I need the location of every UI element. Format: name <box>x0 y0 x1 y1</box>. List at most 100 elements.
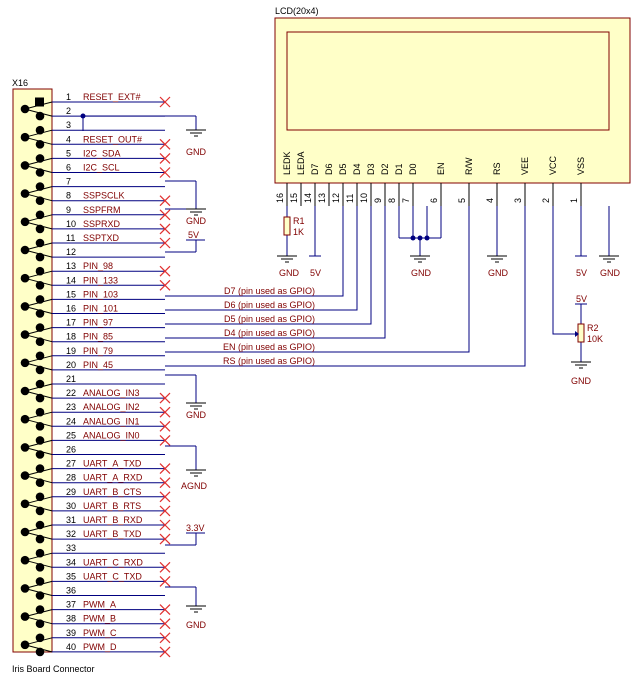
no-connect-mark <box>159 505 171 517</box>
connector-pin-row: 37 PWM_A <box>20 600 171 621</box>
pin-number: 6 <box>66 163 71 173</box>
ground-symbol <box>186 469 206 477</box>
lcd-pin-number: 2 <box>541 198 551 203</box>
resistor-r2: R2 10K <box>575 323 603 344</box>
ground-symbol <box>277 255 297 263</box>
note-d4: D4 (pin used as GPIO) <box>224 328 315 338</box>
pin-number: 12 <box>66 247 76 257</box>
gnd-label: GND <box>186 216 207 226</box>
lcd-title: LCD(20x4) <box>275 6 319 16</box>
pin-label: UART_B_RTS <box>83 501 141 511</box>
pin-number: 29 <box>66 487 76 497</box>
no-connect-mark <box>159 519 171 531</box>
lcd-pin-name: EN <box>436 162 446 175</box>
connector-pin-row: 21 <box>20 374 165 396</box>
no-connect-mark <box>159 223 171 235</box>
pin-label: PIN_98 <box>83 261 113 271</box>
no-connect-mark <box>159 406 171 418</box>
pin-label: UART_C_TXD <box>83 571 142 581</box>
lcd-pin-name: D2 <box>380 163 390 175</box>
r1-value: 1K <box>293 227 304 237</box>
pin-label: PWM_A <box>83 600 116 610</box>
lcd-pin-name: R/W <box>464 157 474 175</box>
agnd-label: AGND <box>181 481 208 491</box>
r2-ref: R2 <box>587 323 599 333</box>
lcd-pin-name: LEDK <box>282 151 292 175</box>
pin-label: ANALOG_IN3 <box>83 388 140 398</box>
gpio-notes: D7 (pin used as GPIO) D6 (pin used as GP… <box>223 286 315 366</box>
no-connect-mark <box>159 167 171 178</box>
lcd-pin-number: 16 <box>275 193 285 203</box>
lcd-pin-name: VSS <box>576 157 586 175</box>
ground-symbol <box>186 208 206 216</box>
gnd-label: GND <box>411 268 432 278</box>
pin-label: UART_B_TXD <box>83 529 142 539</box>
pin-label: PIN_85 <box>83 332 113 342</box>
power-symbols <box>186 129 619 613</box>
lcd-pin-name: RS <box>492 162 502 175</box>
pin-label: PIN_133 <box>83 275 118 285</box>
pin-number: 16 <box>66 304 76 314</box>
pin-number: 36 <box>66 586 76 596</box>
lcd-pin-name: D6 <box>324 163 334 175</box>
lcd-pin-name: LEDA <box>296 151 306 175</box>
gnd-label: GND <box>600 268 621 278</box>
pin-label: PIN_97 <box>83 318 113 328</box>
pin-number: 17 <box>66 318 76 328</box>
lcd-pin-number: 8 <box>387 198 397 203</box>
pin-label: SSPTXD <box>83 233 120 243</box>
lcd-pin: D1 8 <box>387 163 404 206</box>
ground-symbol <box>410 255 430 263</box>
pin-label: PIN_45 <box>83 360 113 370</box>
lcd-pin: D29 <box>373 163 390 206</box>
lcd-pin-number: 7 <box>401 198 411 203</box>
pin-number: 37 <box>66 600 76 610</box>
connector-pin-row: 33 <box>20 543 165 565</box>
ground-symbol <box>571 361 591 369</box>
v5-label: 5V <box>576 294 587 304</box>
pin-label: I2C_SDA <box>83 148 121 158</box>
note-d6: D6 (pin used as GPIO) <box>224 300 315 310</box>
gnd-label: GND <box>279 268 300 278</box>
lcd-pin-number: 10 <box>359 193 369 203</box>
pin-number: 23 <box>66 402 76 412</box>
lcd-pin-name: D1 <box>394 163 404 175</box>
connector-pin-row: 6 I2C_SCL <box>24 163 171 178</box>
gnd-label: GND <box>186 147 207 157</box>
pin-label: UART_A_TXD <box>83 459 142 469</box>
pin-number: 24 <box>66 416 76 426</box>
pin-label: I2C_SCL <box>83 163 120 173</box>
pin-number: 31 <box>66 515 76 525</box>
pin-number: 20 <box>66 360 76 370</box>
pin-dot <box>20 471 30 480</box>
connector-pin-row: 17 PIN_97 <box>20 318 165 339</box>
pin-number: 22 <box>66 388 76 398</box>
v5-label: 5V <box>188 230 199 240</box>
lcd-pin-number: 13 <box>317 193 327 203</box>
lcd-pin-number: 6 <box>429 198 439 203</box>
no-connect-mark <box>159 632 171 644</box>
pin-number: 8 <box>66 191 71 201</box>
pin-label: PIN_79 <box>83 346 113 356</box>
lcd-pin: EN 6 <box>429 162 446 206</box>
pin-label: PWM_D <box>83 642 117 652</box>
lcd-pin-number: 3 <box>513 198 523 203</box>
pin-number: 3 <box>66 120 71 130</box>
r2-value: 10K <box>587 334 603 344</box>
pin-label: PWM_C <box>83 628 117 638</box>
